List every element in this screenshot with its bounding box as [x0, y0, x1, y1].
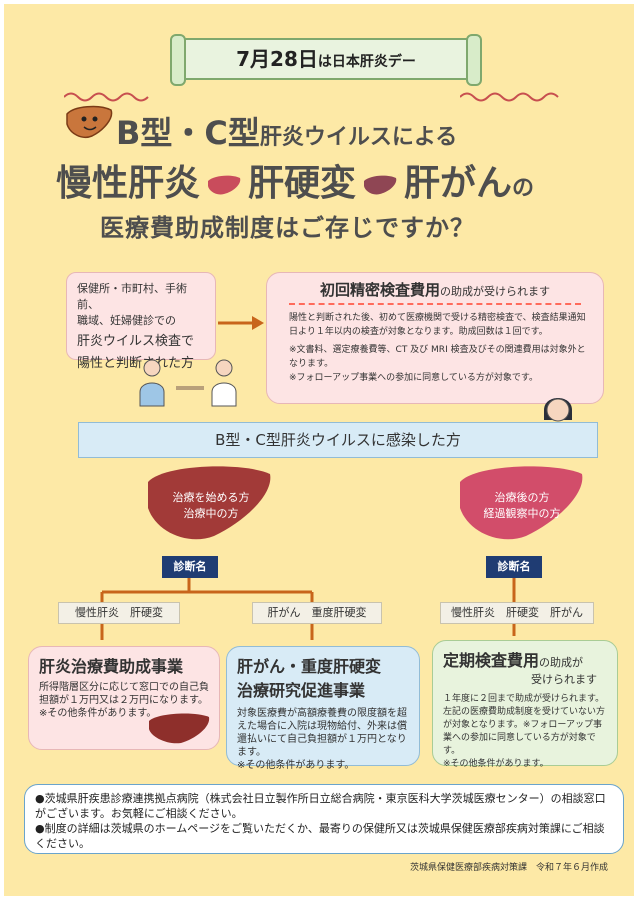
- card1-body: 所得階層区分に応じて窓口での自己負担額が１万円又は２万円になります。: [39, 682, 209, 706]
- diagnosis-label-right: 診断名: [486, 556, 542, 578]
- poster: 7月28日は日本肝炎デー B型・C型肝炎ウイルスによる 慢性肝炎肝硬変肝がんの …: [4, 4, 634, 896]
- liver-icon: [208, 175, 241, 195]
- card3-body: １年度に２回まで助成が受けられます。左記の医療費助成制度を受けていない方が対象と…: [443, 694, 606, 756]
- virus-types: B型・C型: [116, 114, 260, 152]
- screening-line2: 職域、妊婦健診での: [77, 314, 176, 327]
- screening-line1: 保健所・市町村、手術前、: [77, 282, 187, 311]
- tag-all-conditions: 慢性肝炎 肝硬変 肝がん: [440, 602, 594, 624]
- card2-title2: 治療研究促進事業: [237, 681, 366, 700]
- right-arrow: [218, 316, 264, 330]
- card3-title-main: 定期検査費用: [443, 651, 540, 670]
- liver-illustration-icon: [149, 713, 210, 744]
- liver-icon: [364, 175, 397, 195]
- right-liver-label: 治療後の方 経過観察中の方: [462, 490, 582, 522]
- date-banner: 7月28日は日本肝炎デー: [170, 34, 482, 86]
- exam-body: 陽性と判断された後、初めて医療機関で受ける精密検査で、検査結果通知日より１年以内…: [289, 313, 586, 337]
- right-liver-line2: 経過観察中の方: [483, 507, 561, 520]
- credit-dept: 茨城県保健医療部疾病対策課: [409, 863, 527, 873]
- headline-line3: 医療費助成制度はご存じですか？: [100, 214, 475, 242]
- tag-chronic-cirrhosis: 慢性肝炎 肝硬変: [58, 602, 180, 624]
- exam-title-main: 初回精密検査費用: [319, 281, 440, 299]
- footer-line1: ●茨城県肝疾患診療連携拠点病院（株式会社日立製作所日立総合病院・東京医科大学茨城…: [35, 792, 606, 820]
- exam-note-2: ※フォローアップ事業への参加に同意している方が対象です。: [289, 373, 539, 383]
- card1-note: ※その他条件があります。: [39, 708, 157, 719]
- wavy-line-right: [460, 92, 559, 102]
- initial-exam-card: 初回精密検査費用の助成が受けられます 陽性と判断された後、初めて医療機関で受ける…: [266, 272, 604, 404]
- info-footer: ●茨城県肝疾患診療連携拠点病院（株式会社日立製作所日立総合病院・東京医科大学茨城…: [24, 784, 624, 854]
- credit-line: 茨城県保健医療部疾病対策課 令和７年６月作成: [410, 860, 608, 873]
- treatment-subsidy-card: 肝炎治療費助成事業 所得階層区分に応じて窓口での自己負担額が１万円又は２万円にな…: [28, 646, 220, 750]
- liver-treatment-icon: [148, 466, 271, 540]
- exam-title: 初回精密検査費用の助成が受けられます: [279, 279, 591, 300]
- right-liver-line1: 治療後の方: [494, 491, 550, 504]
- headline-line2: 慢性肝炎 肝硬変 肝がんの: [56, 154, 534, 206]
- cancer-research-card: 肝がん・重度肝硬変 治療研究促進事業 対象医療費が高額療養費の限度額を超えた場合…: [226, 646, 420, 771]
- screening-line4: 陽性と判断された方: [77, 356, 195, 371]
- periodic-exam-card: 定期検査費用の助成が 受けられます １年度に２回まで助成が受けられます。左記の医…: [432, 640, 618, 769]
- card3-title: 定期検査費用の助成が: [443, 647, 607, 671]
- screening-line3: 肝炎ウイルス検査で: [77, 334, 195, 349]
- exam-title-suffix: の助成が受けられます: [440, 285, 550, 298]
- liver-mascot-icon: [66, 105, 113, 138]
- consultation-illustration: [139, 359, 237, 407]
- headline-line1: B型・C型肝炎ウイルスによる: [116, 108, 457, 154]
- wavy-line-left: [64, 92, 149, 102]
- exam-note-1: ※文書料、選定療養費等、CT 及び MRI 検査及びその関連費用は対象外となりま…: [289, 345, 586, 369]
- credit-date: 令和７年６月作成: [535, 863, 608, 873]
- card2-body: 対象医療費が高額療養費の限度額を超えた場合に入院は現物給付、外来は償還払いにて自…: [237, 708, 407, 758]
- card3-title-suffix2: 受けられます: [531, 673, 597, 686]
- card3-title-suffix: の助成が: [539, 656, 584, 669]
- card2-note: ※その他条件があります。: [237, 760, 355, 771]
- headline-line1-rest: 肝炎ウイルスによる: [259, 125, 458, 150]
- left-liver-line1: 治療を始める方: [172, 491, 250, 504]
- dashed-divider: [289, 303, 581, 305]
- card1-title: 肝炎治療費助成事業: [39, 657, 184, 676]
- particle-no: の: [512, 176, 535, 201]
- chronic-hepatitis: 慢性肝炎: [56, 163, 201, 204]
- date-suffix: は日本肝炎デー: [317, 54, 416, 70]
- liver-cancer: 肝がん: [404, 163, 513, 204]
- left-liver-line2: 治療中の方: [183, 507, 239, 520]
- footer-line2: ●制度の詳細は茨城県のホームページをご覧いただくか、最寄りの保健所又は茨城県保健…: [35, 822, 605, 850]
- diagnosis-label-left: 診断名: [162, 556, 218, 578]
- tag-cancer-severe: 肝がん 重度肝硬変: [252, 602, 382, 624]
- cirrhosis: 肝硬変: [248, 163, 357, 204]
- liver-followup-icon: [460, 466, 583, 540]
- card3-note: ※その他条件があります。: [443, 759, 549, 769]
- card2-title1: 肝がん・重度肝硬変: [237, 657, 382, 676]
- screening-box: 保健所・市町村、手術前、 職域、妊婦健診での 肝炎ウイルス検査で 陽性と判断され…: [66, 272, 216, 371]
- left-liver-label: 治療を始める方 治療中の方: [156, 490, 266, 522]
- infected-bar: B型・C型肝炎ウイルスに感染した方: [78, 422, 598, 458]
- date-text: 7月28日: [236, 47, 318, 71]
